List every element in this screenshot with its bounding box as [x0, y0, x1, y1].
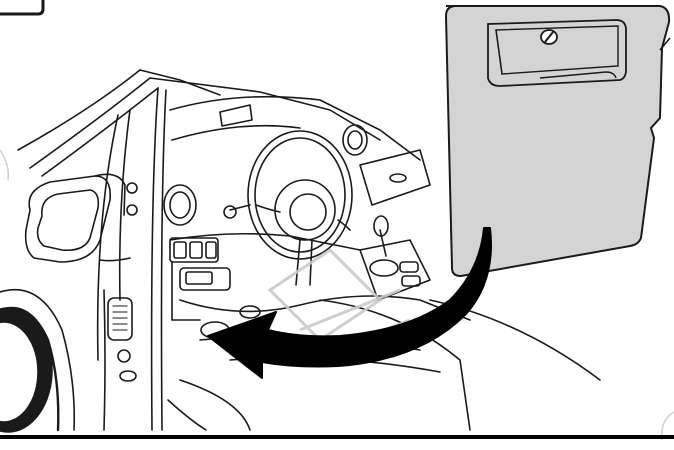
direction-arrow-icon	[208, 228, 491, 378]
fuse-box-cover-panel	[446, 6, 670, 276]
corner-tab	[0, 0, 43, 14]
panel-latch-icon	[541, 30, 557, 44]
bottom-rule	[0, 435, 674, 439]
